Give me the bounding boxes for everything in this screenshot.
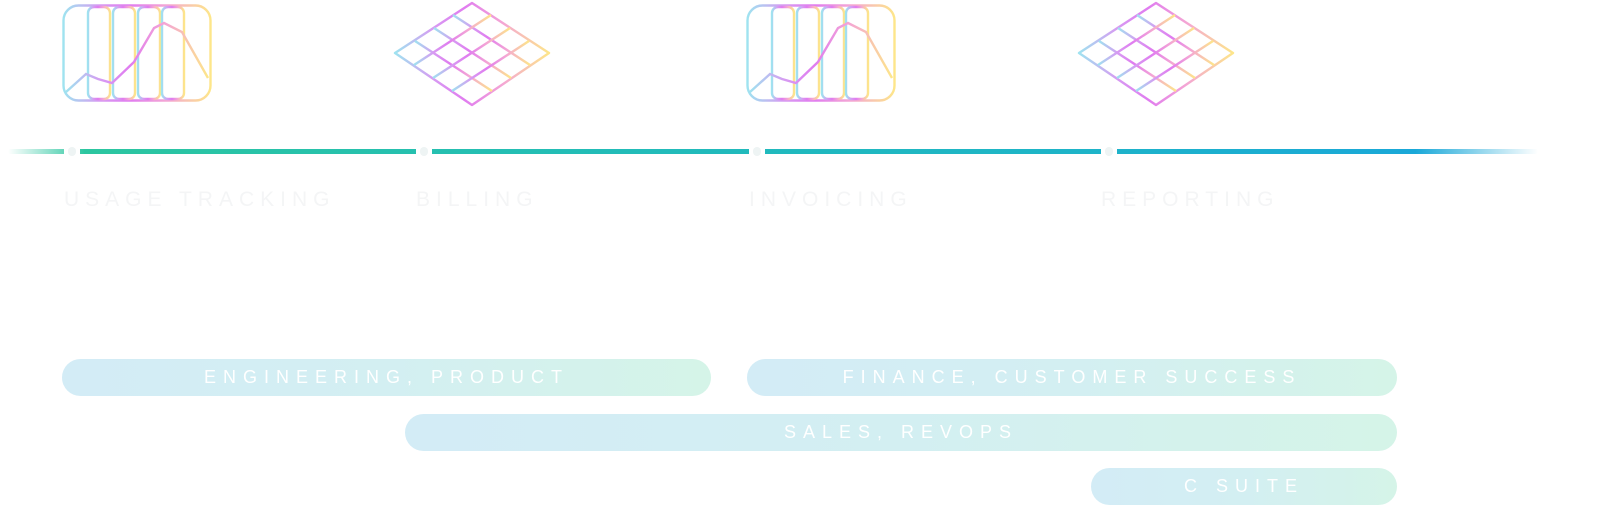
team-bar-finance-customer-success: FINANCE, CUSTOMER SUCCESS — [747, 359, 1397, 396]
stage-label-usage-tracking: USAGE TRACKING — [64, 188, 336, 211]
timeline-line — [8, 149, 1538, 154]
team-bar-sales-revops: SALES, REVOPS — [405, 414, 1397, 451]
stage-label-reporting: REPORTING — [1101, 188, 1280, 211]
timeline-marker-invoicing — [749, 144, 765, 159]
team-label: FINANCE, CUSTOMER SUCCESS — [842, 367, 1302, 387]
usage-tracking-chart-icon — [62, 4, 212, 102]
team-label: SALES, REVOPS — [783, 422, 1019, 442]
team-bar-c-suite: C SUITE — [1091, 468, 1397, 505]
timeline-marker-usage-tracking — [64, 144, 80, 159]
team-label: ENGINEERING, PRODUCT — [203, 367, 570, 387]
timeline-marker-reporting — [1101, 144, 1117, 159]
billing-grid-icon — [393, 1, 551, 107]
team-bar-engineering-product: ENGINEERING, PRODUCT — [62, 359, 711, 396]
team-label: C SUITE — [1183, 476, 1304, 496]
reporting-grid-icon — [1077, 1, 1235, 107]
timeline-marker-billing — [416, 144, 432, 159]
invoicing-chart-icon — [746, 4, 896, 102]
stage-label-billing: BILLING — [416, 188, 539, 211]
stage-label-invoicing: INVOICING — [749, 188, 913, 211]
